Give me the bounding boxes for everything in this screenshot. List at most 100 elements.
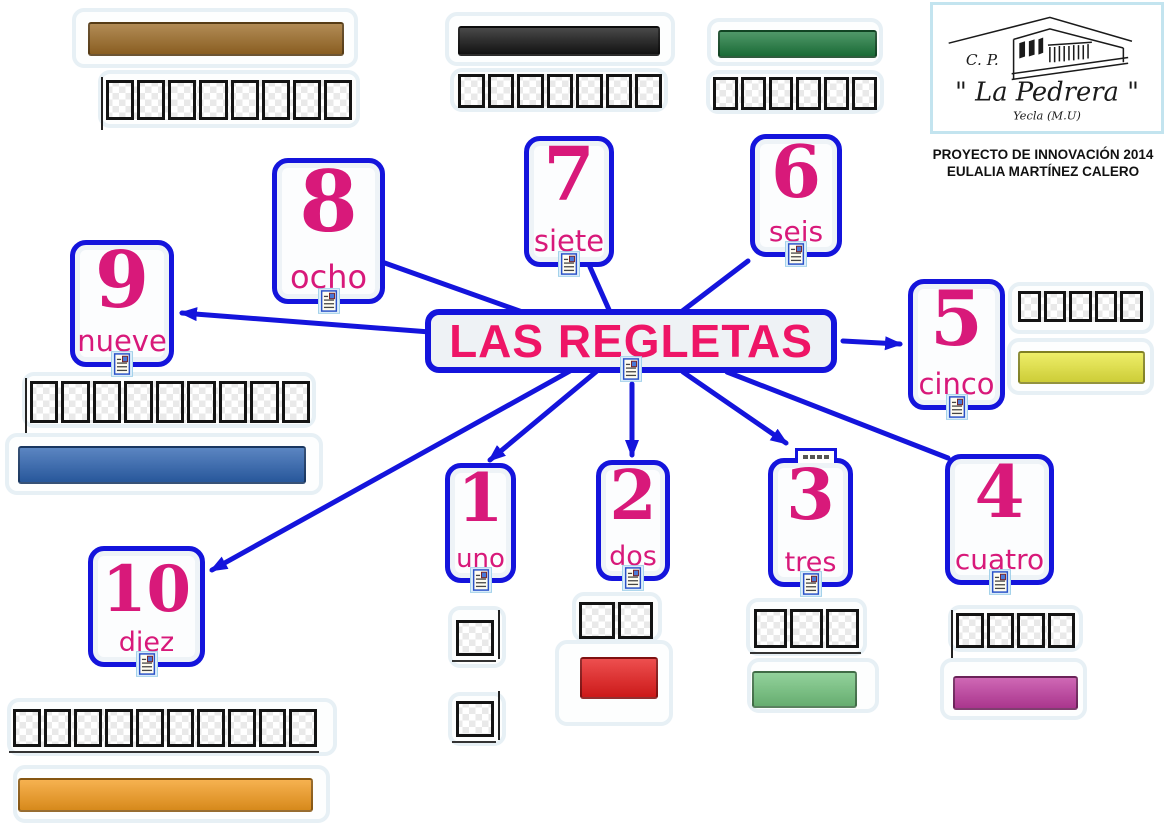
credits: PROYECTO DE INNOVACIÓN 2014 EULALIA MART… (920, 146, 1166, 180)
unit-grid-5 (1018, 291, 1143, 322)
rod-red-2 (580, 657, 658, 699)
grid-cell (227, 709, 256, 747)
grid-cell (826, 609, 859, 648)
credits-line2: EULALIA MARTÍNEZ CALERO (946, 164, 1140, 179)
node-seis[interactable]: 6 seis (750, 129, 842, 267)
grid-cell (187, 381, 216, 423)
credits-line1: PROYECTO DE INNOVACIÓN 2014 (932, 147, 1154, 162)
grid-cell (135, 709, 164, 747)
grid-cell (796, 77, 822, 110)
number-word: ocho (289, 258, 368, 296)
grid-cell (579, 602, 615, 639)
grid-cell (13, 709, 41, 747)
unit-grid-2 (579, 602, 653, 639)
note-icon[interactable] (135, 651, 158, 677)
note-icon[interactable] (622, 565, 644, 591)
note-icon[interactable] (785, 241, 807, 267)
number-digit: 3 (786, 453, 835, 536)
grid-cell (1120, 291, 1143, 322)
node-diez[interactable]: 10 diez (88, 546, 205, 677)
number-digit: 5 (930, 274, 983, 363)
grid-cell (546, 74, 574, 108)
grid-cell (1017, 613, 1045, 648)
note-icon[interactable] (469, 567, 492, 593)
grid-cell (230, 80, 259, 120)
node-tres[interactable]: 3 tres (768, 448, 853, 597)
node-cuatro[interactable]: 4 cuatro (945, 454, 1054, 595)
rod-magenta-4 (953, 676, 1078, 710)
unit-square-1b (452, 691, 500, 743)
grid-cell (456, 701, 494, 737)
node-siete[interactable]: 7 siete (524, 132, 614, 277)
collapsed-children-tab[interactable] (795, 448, 837, 463)
grid-cell (250, 381, 279, 423)
node-cinco[interactable]: 5 cinco (908, 274, 1005, 420)
unit-grid-9 (25, 378, 310, 433)
grid-cell (137, 80, 166, 120)
number-digit: 6 (770, 129, 822, 214)
grid-cell (105, 709, 133, 747)
grid-cell (261, 80, 290, 120)
grid-cell (1069, 291, 1092, 322)
grid-cell (713, 77, 738, 110)
grid-cell (168, 80, 197, 120)
grid-cell (605, 74, 633, 108)
note-icon[interactable] (558, 251, 580, 277)
node-nueve[interactable]: 9 nueve (70, 235, 174, 377)
central-topic[interactable]: LAS REGLETAS (425, 309, 837, 382)
number-digit: 9 (94, 235, 150, 326)
grid-cell (218, 381, 248, 423)
rod-light-green-3 (752, 671, 857, 708)
grid-cell (92, 381, 122, 423)
grid-cell (323, 80, 352, 120)
grid-cell (106, 80, 135, 120)
number-word: nueve (77, 324, 167, 358)
grid-cell (43, 709, 72, 747)
grid-cell (617, 602, 653, 639)
grid-cell (61, 381, 90, 423)
grid-cell (487, 74, 515, 108)
unit-grid-6 (713, 77, 877, 110)
number-digit: 8 (299, 152, 358, 251)
grid-cell (956, 613, 984, 648)
logo-subtitle: Yecla (M.U) (1013, 109, 1081, 123)
grid-cell (1094, 291, 1118, 322)
number-digit: 10 (101, 552, 192, 627)
number-digit: 7 (543, 132, 595, 218)
grid-cell (258, 709, 287, 747)
number-digit: 1 (457, 459, 504, 537)
grid-cell (1047, 613, 1075, 648)
grid-cell (740, 77, 766, 110)
rod-yellow-5 (1018, 351, 1145, 384)
note-icon[interactable] (799, 571, 822, 597)
node-uno[interactable]: 1 uno (445, 459, 516, 593)
building-windows (1019, 37, 1044, 59)
number-word: seis (768, 215, 824, 248)
logo-name: " La Pedrera " (955, 77, 1139, 107)
unit-grid-4 (951, 610, 1075, 658)
number-digit: 2 (609, 456, 657, 536)
grid-cell (986, 613, 1014, 648)
note-icon[interactable] (111, 351, 133, 377)
grid-cell (1018, 291, 1041, 322)
building-sketch (948, 16, 1133, 81)
note-icon[interactable] (317, 288, 340, 314)
grid-cell (517, 74, 544, 108)
school-logo: C. P. " La Pedrera " Yecla (M.U) (930, 2, 1164, 134)
node-ocho[interactable]: 8 ocho (272, 152, 385, 314)
grid-cell (197, 709, 225, 747)
grid-cell (635, 74, 663, 108)
note-icon[interactable] (988, 569, 1011, 595)
unit-grid-10 (9, 709, 319, 753)
rod-black-7 (458, 26, 660, 56)
grid-cell (166, 709, 195, 747)
grid-cell (155, 381, 185, 423)
grid-cell (754, 609, 787, 648)
grid-cell (768, 77, 794, 110)
node-dos[interactable]: 2 dos (596, 456, 670, 591)
grid-cell (199, 80, 228, 120)
note-icon[interactable] (620, 356, 642, 382)
grid-cell (852, 77, 877, 110)
unit-grid-8 (101, 77, 352, 130)
note-icon[interactable] (945, 394, 968, 420)
